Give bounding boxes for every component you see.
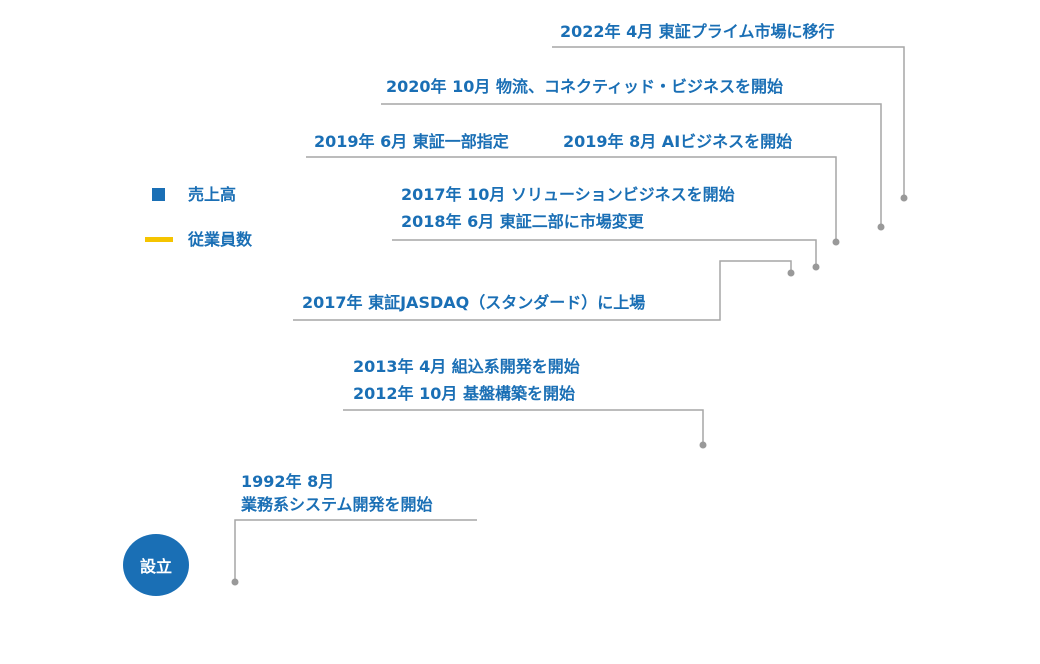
dot-1992 [231,578,239,586]
founding-badge: 設立 [123,534,189,596]
dot-2017 [787,269,795,277]
event-2020-logistics: 2020年 10月 物流、コネクティッド・ビジネスを開始 [386,77,783,96]
founding-label: 設立 [139,557,172,576]
connector-2018 [392,239,817,266]
event-1992-date: 1992年 8月 [241,472,335,491]
connector-2012 [343,409,704,444]
dot-2022 [900,194,908,202]
event-2013-embedded: 2013年 4月 組込系開発を開始 [353,357,580,376]
connector-2020 [381,103,882,226]
sales-legend-swatch [152,188,165,201]
employees-legend-swatch [145,237,173,242]
event-1992-business-systems: 業務系システム開発を開始 [241,495,433,514]
event-2019-first-section: 2019年 6月 東証一部指定 [314,132,509,151]
sales-legend-label: 売上高 [188,185,237,204]
connector-2017b [293,260,792,321]
dot-2019 [832,238,840,246]
connector-2022 [552,46,905,196]
event-2018-second-section: 2018年 6月 東証二部に市場変更 [401,212,644,231]
dot-2012 [699,441,707,449]
employees-legend-label: 従業員数 [188,230,253,249]
event-2012-infrastructure: 2012年 10月 基盤構築を開始 [353,384,575,403]
dot-2020 [877,223,885,231]
dot-2018 [812,263,820,271]
event-2019-ai-business: 2019年 8月 AIビジネスを開始 [563,132,793,151]
connector-1992 [234,519,477,581]
event-2017-jasdaq: 2017年 東証JASDAQ（スタンダード）に上場 [302,293,646,312]
connector-2019 [306,156,837,240]
event-2017-solution-business: 2017年 10月 ソリューションビジネスを開始 [401,185,735,204]
event-2022-prime-market: 2022年 4月 東証プライム市場に移行 [560,22,835,41]
